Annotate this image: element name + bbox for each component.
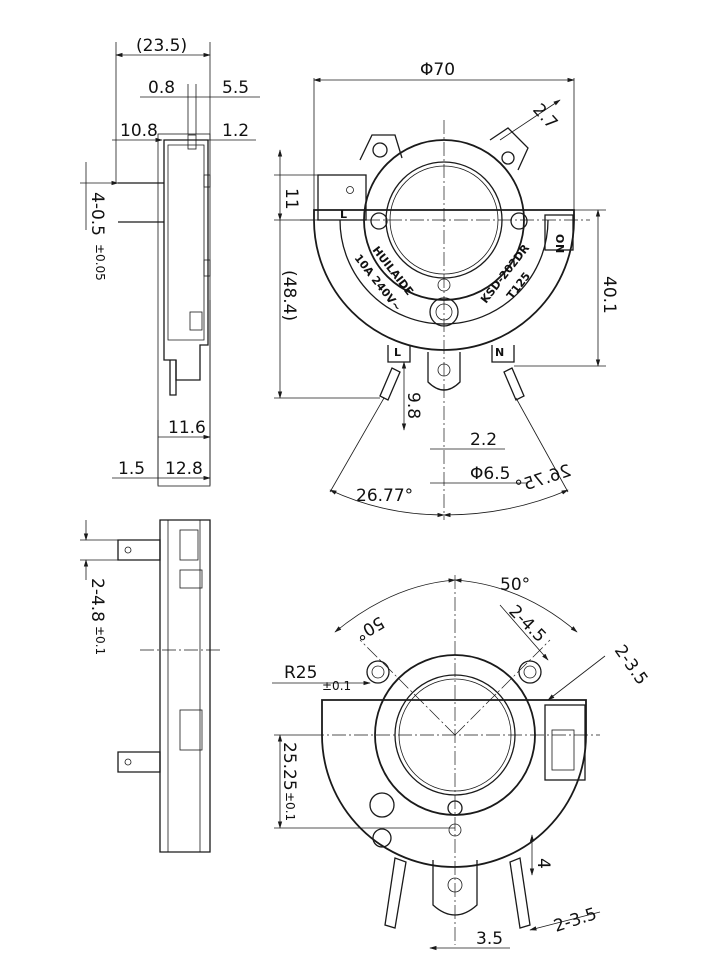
side-clip-1 — [203, 174, 211, 188]
front-lead-L — [379, 367, 401, 401]
dim-angle-50-left: 50° — [351, 612, 387, 644]
dim-11: 11 — [281, 188, 301, 210]
side-view-top: (23.5) 0.8 5.5 10.8 1.2 4-0.5 ±0.05 11.6… — [80, 36, 260, 487]
back-body-outline — [321, 699, 587, 868]
front-ear-left — [359, 134, 403, 161]
dim-pin-spacing: 4-0.5 — [87, 192, 107, 236]
dim-2-4-5: 2-4.5 — [504, 601, 549, 646]
dim-25-25-tol: ±0.1 — [283, 792, 297, 821]
side-tab — [187, 134, 197, 150]
dim-line-2-4-5 — [499, 604, 549, 661]
dim-3-5: 3.5 — [476, 929, 503, 949]
back-terminal-pad — [551, 729, 575, 771]
dim-23-5: (23.5) — [136, 36, 187, 56]
side-terminal — [169, 360, 177, 396]
front-rivet-right — [510, 212, 528, 230]
side2-clip-2 — [179, 569, 203, 589]
dim-4: 4 — [533, 858, 553, 869]
dim-phi6-5: Φ6.5 — [470, 464, 510, 484]
back-terminal-block — [544, 704, 586, 781]
front-ear-rivet-right — [501, 151, 515, 165]
dim-arc-50-right — [454, 578, 578, 633]
dim-2-7: 2.7 — [528, 100, 561, 133]
dim-angle-right: 26.75° — [513, 461, 574, 498]
side2-body-outline — [159, 519, 211, 853]
dim-angle-50-right: 50° — [500, 575, 530, 595]
front-body-half-circle — [313, 209, 575, 351]
front-rivet-left — [370, 212, 388, 230]
dim-line-2-3-5-upper — [547, 655, 606, 701]
label-O: O — [553, 234, 566, 243]
dim-arc-left — [329, 489, 445, 518]
dim-2-3-5-lower: 2-3.5 — [551, 904, 599, 937]
dim-2-3-5-upper: 2-3.5 — [610, 641, 652, 689]
dim-5-5: 5.5 — [222, 78, 249, 98]
side2-pin-2-hole — [124, 758, 132, 766]
label-N: N — [553, 244, 566, 253]
back-lead-right — [509, 857, 531, 929]
back-centerline-diag-left — [359, 639, 456, 736]
back-view: 50° 50° 2-4.5 2-3.5 R25 ±0.1 25.25 ±0.1 … — [272, 575, 652, 951]
dim-r25: R25 — [284, 663, 317, 683]
dim-9-8: 9.8 — [403, 392, 423, 419]
back-mount-hole-right-inner — [523, 665, 537, 679]
terminal-L-bottom: L — [394, 346, 401, 359]
dim-1-2: 1.2 — [222, 121, 249, 141]
dim-2-4-8: 2-4.8 — [87, 578, 107, 622]
side-body-profile — [163, 139, 209, 381]
front-view: HUILAIDE 10A 240V~ KSD-202DR T125 L L N … — [274, 60, 619, 520]
front-ear-hole-left — [372, 142, 388, 158]
front-ear-right — [489, 127, 529, 171]
back-mount-hole-right — [518, 660, 542, 684]
side-clip-2 — [203, 259, 211, 277]
ext-line — [329, 397, 385, 493]
dim-10-8: 10.8 — [120, 121, 158, 141]
dim-40-1: 40.1 — [599, 276, 619, 314]
front-terminal-hole-left — [346, 186, 354, 194]
terminal-L-label: L — [340, 208, 347, 221]
side2-pin-1-hole — [124, 546, 132, 554]
terminal-N-bottom: N — [495, 346, 504, 359]
dim-12-8: 12.8 — [165, 459, 203, 479]
side2-clip-3 — [179, 709, 203, 751]
dim-r25-tol: ±0.1 — [322, 679, 351, 693]
dim-1-5: 1.5 — [118, 459, 145, 479]
dim-arc-50-left — [334, 578, 456, 633]
dim-0-8: 0.8 — [148, 78, 175, 98]
dim-line-2-7 — [499, 99, 561, 141]
side-body-inner — [167, 144, 205, 341]
front-lead-N — [503, 367, 525, 401]
dim-line-2-3-5-lower — [529, 911, 601, 931]
dim-48-4: (48.4) — [279, 270, 299, 321]
dim-phi70: Φ70 — [420, 60, 455, 80]
back-mount-hole-left — [366, 660, 390, 684]
back-mount-hole-left-inner — [371, 665, 385, 679]
dim-pin-spacing-tol: ±0.05 — [93, 244, 107, 281]
dim-2-2: 2.2 — [470, 430, 497, 450]
front-terminal-N-base — [491, 345, 515, 363]
dim-25-25: 25.25 — [279, 742, 299, 791]
back-centerline-diag-right — [454, 639, 551, 736]
side2-clip-1 — [179, 529, 199, 561]
back-screw-left — [369, 792, 395, 818]
ext-line — [515, 397, 569, 493]
dim-2-4-8-tol: ±0.1 — [93, 626, 107, 655]
side-view-bottom: 2-4.8 ±0.1 — [80, 519, 220, 853]
dim-arc-right — [443, 489, 569, 518]
side2-pin-1 — [117, 539, 161, 561]
back-screw-lower — [372, 828, 392, 848]
front-terminal-L-base — [387, 345, 411, 363]
front-terminal-block-right — [544, 214, 574, 251]
dim-angle-left: 26.77° — [356, 486, 413, 506]
back-lead-left — [384, 857, 407, 929]
front-terminal-block-left — [317, 174, 367, 221]
side2-pin-2 — [117, 751, 161, 773]
side-clip-3 — [189, 311, 203, 331]
dim-11-6: 11.6 — [168, 418, 206, 438]
